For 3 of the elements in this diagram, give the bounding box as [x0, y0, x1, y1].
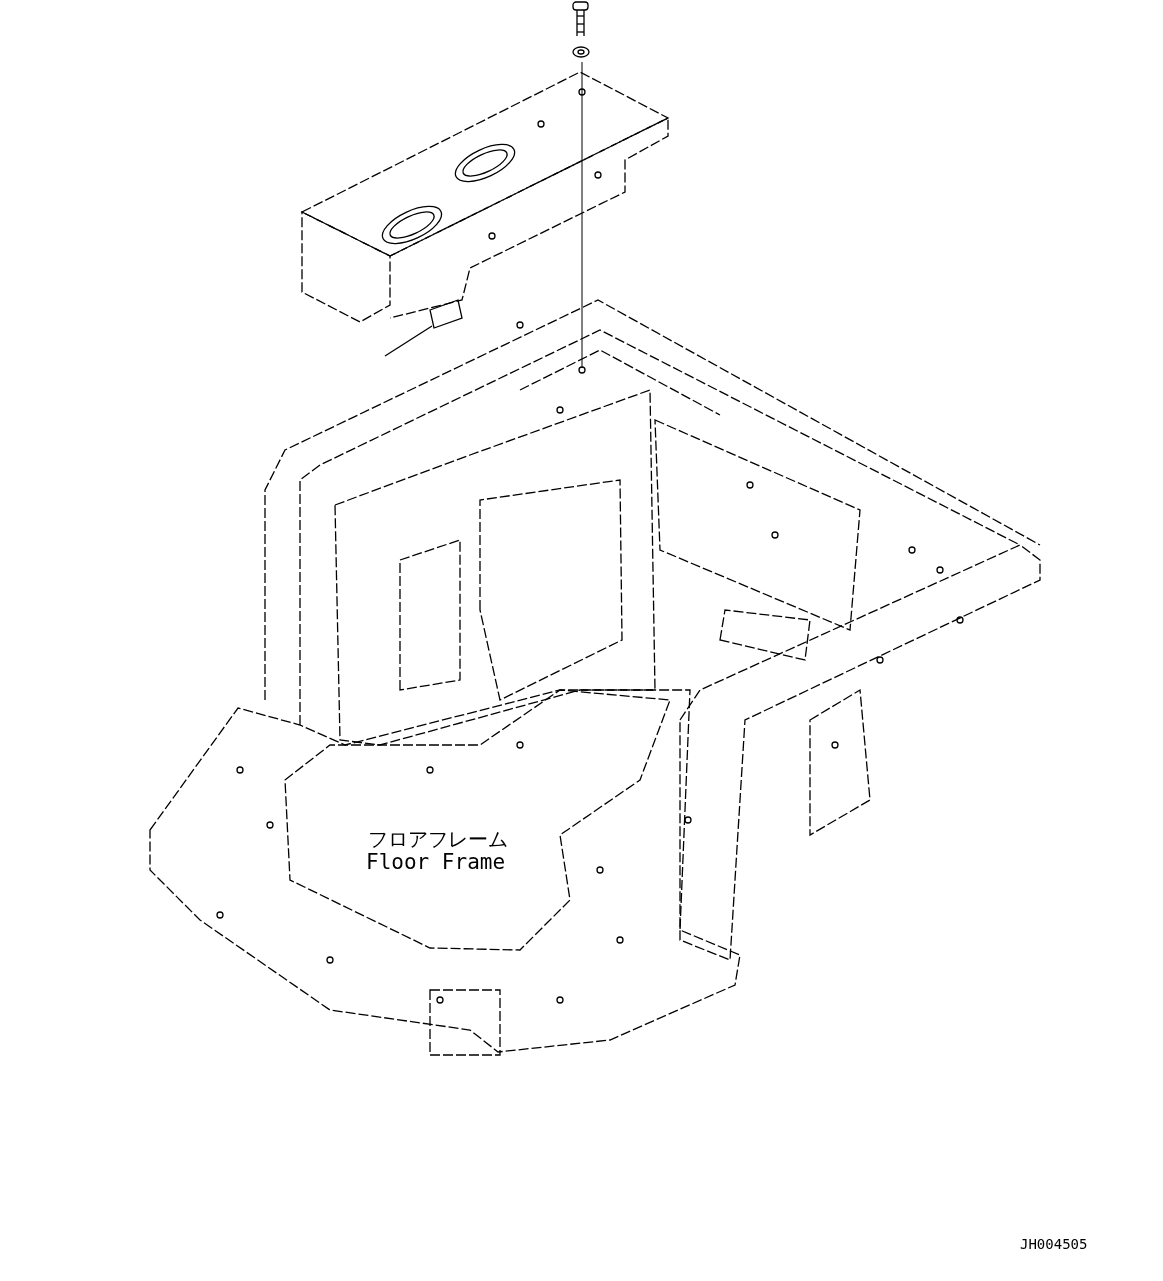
part-label: Floor Frame: [366, 850, 506, 874]
drawing-number: JH004505: [1020, 1236, 1088, 1252]
part-label: フロアフレーム: [368, 826, 508, 853]
